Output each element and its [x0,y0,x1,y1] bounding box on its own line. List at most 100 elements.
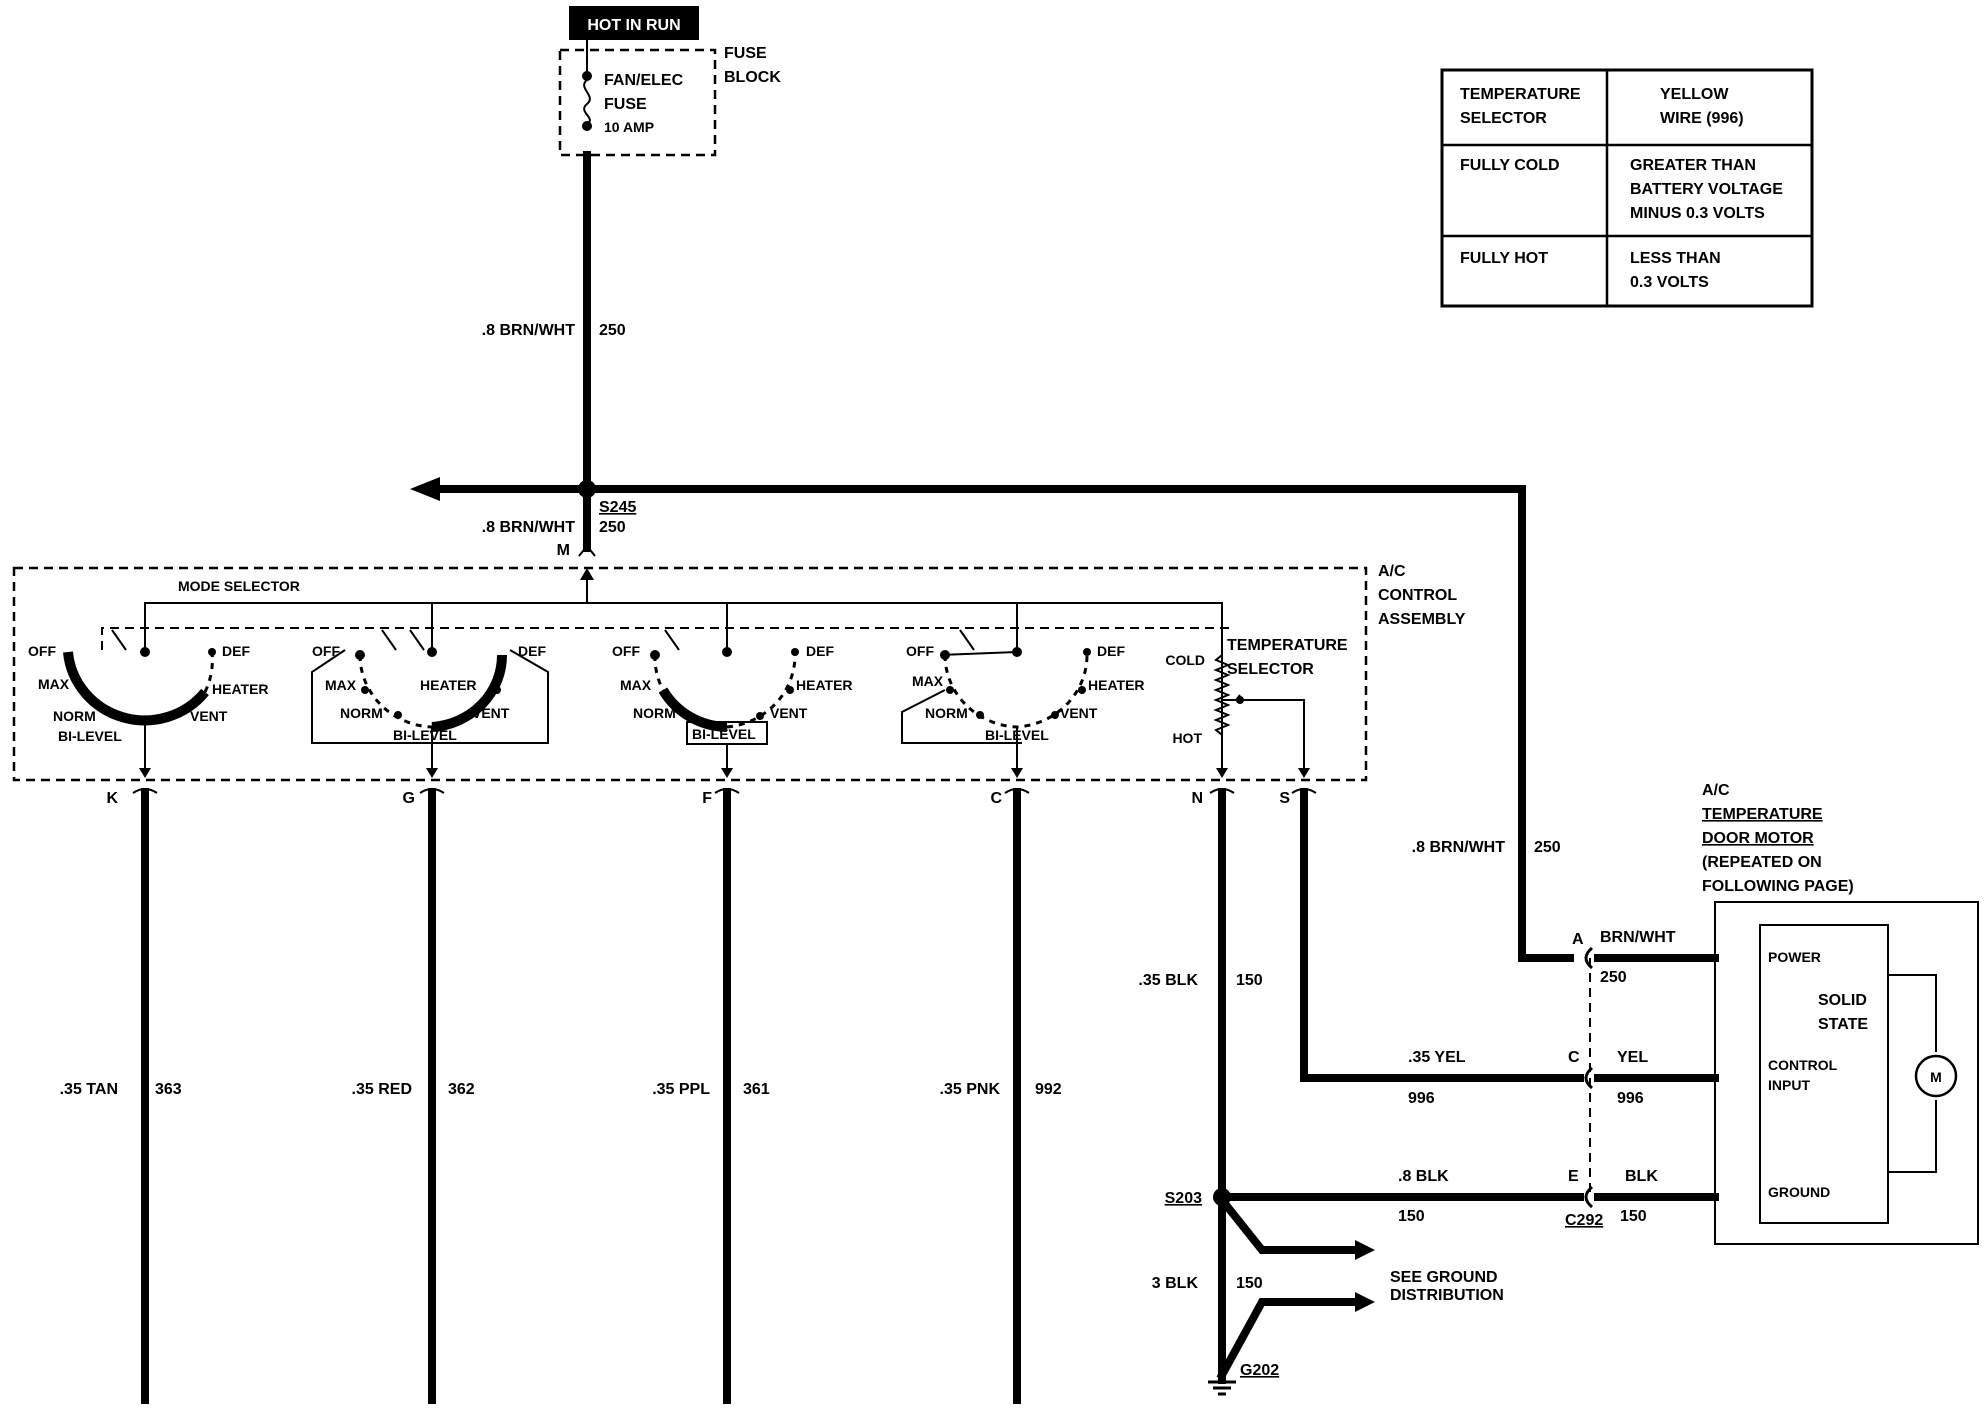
svg-text:.35 BLK: .35 BLK [1138,972,1198,989]
fuse-bottom-terminal [582,121,592,131]
svg-text:992: 992 [1035,1081,1062,1098]
k-vent: VENT [190,708,228,724]
switch-g: OFF DEF MAX HEATER NORM VENT BI-LEVEL [311,643,549,778]
right-feed-size: .8 BRN/WHT [1412,839,1506,856]
g-bilevel: BI-LEVEL [393,727,457,743]
f-heater: HEATER [796,677,853,693]
c-vent: VENT [1060,705,1098,721]
svg-text:BRN/WHT: BRN/WHT [1600,929,1676,946]
svg-text:K: K [106,790,118,807]
svg-text:361: 361 [743,1081,770,1098]
assembly-label-2: CONTROL [1378,587,1457,604]
svg-text:SEE GROUND: SEE GROUND [1390,1269,1498,1286]
ground-g202: G202 [1240,1362,1279,1379]
svg-text:.35 TAN: .35 TAN [60,1081,118,1098]
svg-text:STATE: STATE [1818,1016,1868,1033]
svg-text:.35 RED: .35 RED [352,1081,412,1098]
solid-state-module [1759,924,1889,1224]
ac-control-assembly-outline [12,566,1368,782]
g-max: MAX [325,677,357,693]
linkage-ticks [111,629,975,651]
ground-wire-n: N .35 BLK 150 [1138,788,1263,1200]
svg-text:150: 150 [1236,1275,1263,1292]
switch-f: OFF DEF MAX HEATER NORM VENT BI-LEVEL [612,643,853,778]
output-wire-k: K .35 TAN 363 [60,788,182,1404]
temp-hot: HOT [1172,730,1202,746]
svg-text:CONTROL: CONTROL [1768,1057,1838,1073]
output-wire-g: G .35 RED 362 [352,788,475,1404]
hot-in-run-label: HOT IN RUN [587,17,680,34]
svg-text:250: 250 [1600,969,1627,986]
motor-icon [1914,1054,1958,1098]
table-row-0-cell-1-line-2: MINUS 0.3 VOLTS [1630,205,1765,222]
svg-text:N: N [1191,790,1203,807]
svg-text:C: C [990,790,1002,807]
svg-text:DISTRIBUTION: DISTRIBUTION [1390,1287,1504,1304]
g-off: OFF [312,643,340,659]
svg-text:996: 996 [1617,1090,1644,1107]
right-feed-circuit: 250 [1534,839,1561,856]
fuse-block-label-1: FUSE [724,45,767,62]
voltage-reference-table: TEMPERATURE SELECTOR YELLOW WIRE (996) F… [1440,68,1814,308]
c-off: OFF [906,643,934,659]
ac-temperature-door-motor: A/C TEMPERATURE DOOR MOTOR (REPEATED ON … [1702,782,1979,1245]
table-row-0-cell-0: FULLY COLD [1460,157,1560,174]
svg-text:.8 BLK: .8 BLK [1398,1168,1449,1185]
temp-selector-label-2: SELECTOR [1227,661,1314,678]
svg-text:BLK: BLK [1625,1168,1658,1185]
svg-text:996: 996 [1408,1090,1435,1107]
table-row-0-cell-1-line-0: GREATER THAN [1630,157,1756,174]
switch-k: OFF DEF MAX HEATER NORM VENT BI-LEVEL [28,643,269,778]
c-bilevel: BI-LEVEL [985,727,1049,743]
assembly-label-3: ASSEMBLY [1378,611,1466,628]
g-norm: NORM [340,705,383,721]
k-off: OFF [28,643,56,659]
temperature-selector: COLD HOT TEMPERATURE SELECTOR [1165,637,1348,778]
f-max: MAX [620,677,652,693]
table-row-1-cell-1-line-0: LESS THAN [1630,250,1721,267]
svg-text:3 BLK: 3 BLK [1152,1275,1199,1292]
k-norm: NORM [53,708,96,724]
internal-feed-arrow-icon [580,568,594,580]
assembly-label-1: A/C [1378,563,1406,580]
temperature-resistor-icon [1213,654,1231,736]
k-def: DEF [222,643,250,659]
signal-wire-s: S .35 YEL 996 [1279,788,1584,1107]
svg-text:362: 362 [448,1081,475,1098]
table-row-1-cell-1-line-1: 0.3 VOLTS [1630,274,1709,291]
fuse-element-icon [583,79,591,125]
svg-text:150: 150 [1236,972,1263,989]
f-norm: NORM [633,705,676,721]
table-header-0-line-1: SELECTOR [1460,110,1547,127]
fuse-block-outline [558,48,717,157]
splice-s245-circuit: 250 [599,519,626,536]
f-def: DEF [806,643,834,659]
bus-left-arrow-icon [410,477,440,501]
table-row-1-cell-0: FULLY HOT [1460,250,1548,267]
svg-text:(REPEATED ON: (REPEATED ON [1702,854,1822,871]
svg-text:SOLID: SOLID [1818,992,1867,1009]
k-bilevel: BI-LEVEL [58,728,122,744]
feed-wire-size: .8 BRN/WHT [482,322,576,339]
mode-selector-label: MODE SELECTOR [178,578,300,594]
f-bilevel: BI-LEVEL [692,726,756,742]
splice-s203: S203 .8 BLK 150 3 BLK 150 SEE GROUND DIS… [1152,1168,1584,1396]
hot-in-run-badge [569,6,699,40]
svg-text:GROUND: GROUND [1768,1184,1830,1200]
c-def: DEF [1097,643,1125,659]
svg-text:F: F [702,790,712,807]
temp-cold: COLD [1165,652,1205,668]
c-norm: NORM [925,705,968,721]
connector-c292: A C E C292 BRN/WHT 250 YEL 996 BLK 150 [1565,929,1719,1229]
table-header-0-line-0: TEMPERATURE [1460,86,1581,103]
svg-text:.35 PPL: .35 PPL [652,1081,710,1098]
k-heater: HEATER [212,681,269,697]
fuse-word: FUSE [604,96,647,113]
table-header-1-line-1: WIRE (996) [1660,110,1744,127]
svg-text:150: 150 [1398,1208,1425,1225]
k-max: MAX [38,676,70,692]
svg-text:A/C: A/C [1702,782,1730,799]
splice-s245-name: S245 [599,499,636,516]
temp-selector-label-1: TEMPERATURE [1227,637,1348,654]
